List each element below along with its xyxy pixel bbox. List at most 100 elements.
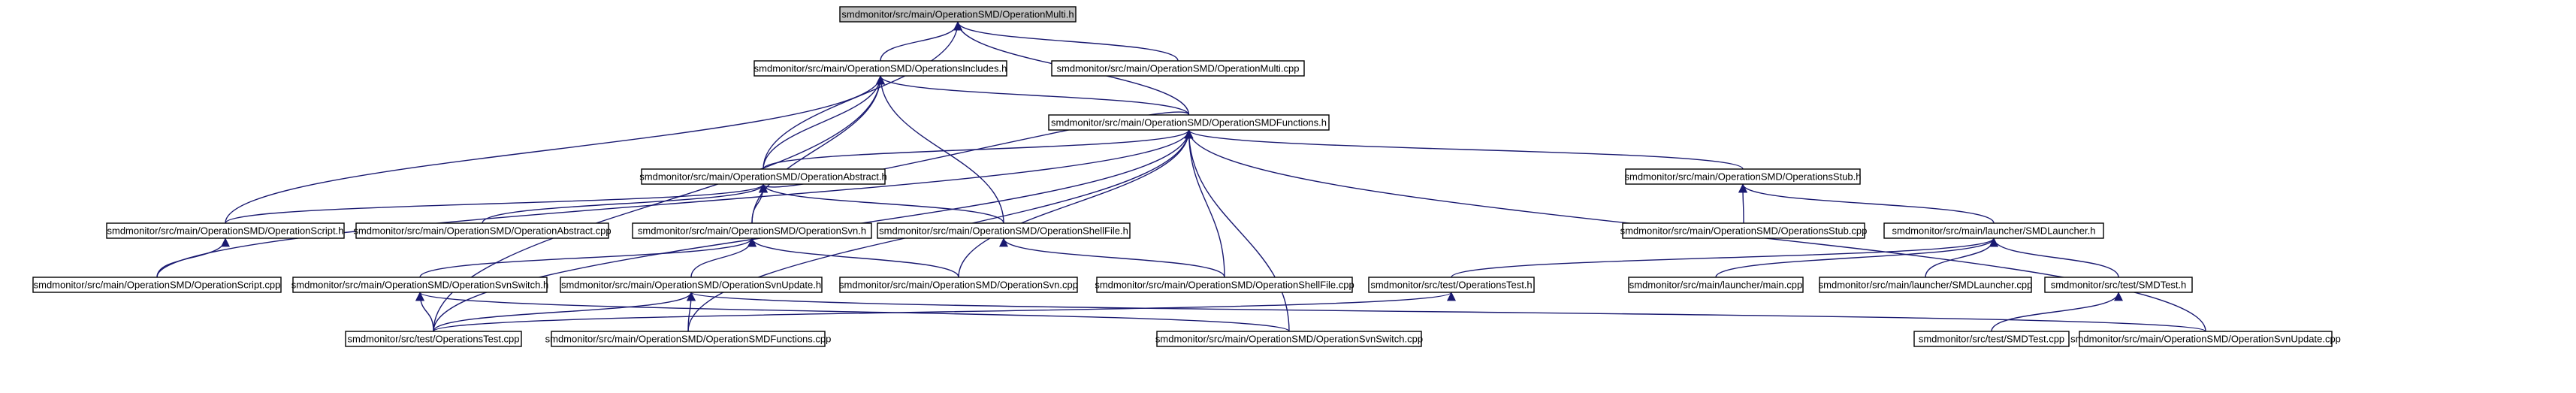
- edge-operationsmdfunctions-h-to-operationabstract-h: [759, 111, 1190, 193]
- node-box: [1622, 222, 1865, 239]
- node-box: [1628, 277, 1804, 293]
- node-label: smdmonitor/src/main/OperationSMD/Operati…: [1057, 63, 1300, 74]
- edge-operationscript-h-to-operationabstract-h: [225, 183, 768, 224]
- node-label: smdmonitor/src/main/OperationSMD/Operati…: [107, 225, 343, 237]
- node-label: smdmonitor/src/main/OperationSMD/Operati…: [1155, 334, 1423, 345]
- node-label: smdmonitor/src/main/OperationSMD/Operati…: [353, 225, 611, 237]
- node-operationabstract-cpp[interactable]: smdmonitor/src/main/OperationSMD/Operati…: [353, 222, 612, 239]
- node-label: smdmonitor/src/main/OperationSMD/Operati…: [34, 280, 281, 291]
- edge-main-cpp-to-smdlauncher-h: [1715, 237, 1998, 278]
- edge-operationstest-h-to-smdlauncher-h: [1451, 237, 1998, 278]
- node-operationsvn-cpp[interactable]: smdmonitor/src/main/OperationSMD/Operati…: [839, 277, 1078, 293]
- edge-operationscript-h-to-operationsincludes-h: [225, 75, 885, 224]
- edge-operationstest-cpp-to-operationstest-h: [433, 292, 1456, 332]
- node-box: [641, 168, 886, 185]
- node-label: smdmonitor/src/main/OperationSMD/Operati…: [291, 280, 548, 291]
- node-box: [1819, 277, 2032, 293]
- node-label: smdmonitor/src/main/OperationSMD/Operati…: [839, 280, 1078, 291]
- node-operationstest-cpp[interactable]: smdmonitor/src/test/OperationsTest.cpp: [345, 331, 522, 347]
- edge-operationsstub-cpp-to-operationsstub-h: [1738, 183, 1748, 224]
- node-box: [1156, 331, 1422, 347]
- edge-operationshellfile-cpp-to-operationsmdfunctions-h: [1184, 129, 1225, 278]
- node-box: [355, 222, 609, 239]
- node-label: smdmonitor/src/main/OperationSMD/Operati…: [639, 171, 886, 183]
- node-operationsstub-h[interactable]: smdmonitor/src/main/OperationSMD/Operati…: [1624, 168, 1862, 185]
- edge-operationstest-cpp-to-operationsvnupdate-h: [433, 292, 696, 332]
- edge-operationshellfile-h-to-operationabstract-h: [759, 183, 1004, 224]
- edge-operationshellfile-cpp-to-operationshellfile-h: [999, 237, 1225, 278]
- edge-operationsincludes-h-to-operationmulti-h: [880, 21, 962, 62]
- node-operationscript-cpp[interactable]: smdmonitor/src/main/OperationSMD/Operati…: [32, 277, 282, 293]
- node-box: [551, 331, 826, 347]
- node-smdlauncher-h[interactable]: smdmonitor/src/main/launcher/SMDLauncher…: [1883, 222, 2104, 239]
- edge-smdlauncher-h-to-operationsstub-h: [1738, 183, 1995, 224]
- node-operationsstub-cpp[interactable]: smdmonitor/src/main/OperationSMD/Operati…: [1620, 222, 1868, 239]
- node-operationshellfile-cpp[interactable]: smdmonitor/src/main/OperationSMD/Operati…: [1095, 277, 1354, 293]
- node-operationstest-h[interactable]: smdmonitor/src/test/OperationsTest.h: [1368, 277, 1535, 293]
- node-label: smdmonitor/src/main/OperationSMD/Operati…: [1624, 171, 1861, 183]
- node-box: [2044, 277, 2193, 293]
- node-label: smdmonitor/src/main/OperationSMD/Operati…: [2070, 334, 2341, 345]
- node-box: [1625, 168, 1861, 185]
- edge-operationsvn-cpp-to-operationsmdfunctions-h: [958, 129, 1194, 278]
- node-main-cpp[interactable]: smdmonitor/src/main/launcher/main.cpp: [1628, 277, 1804, 293]
- edge-operationsvnswitch-cpp-to-operationsmdfunctions-h: [1184, 129, 1290, 332]
- node-operationmulti-cpp[interactable]: smdmonitor/src/main/OperationSMD/Operati…: [1051, 60, 1305, 77]
- node-smdtest-cpp[interactable]: smdmonitor/src/test/SMDTest.cpp: [1913, 331, 2070, 347]
- edge-operationsvn-cpp-to-operationsvn-h: [747, 237, 959, 278]
- node-operationsvnswitch-cpp[interactable]: smdmonitor/src/main/OperationSMD/Operati…: [1155, 331, 1423, 347]
- node-box: [877, 222, 1131, 239]
- node-box: [560, 277, 823, 293]
- node-box: [292, 277, 548, 293]
- edge-operationsvnupdate-cpp-to-operationsvnupdate-h: [687, 292, 2206, 332]
- edge-smdtest-h-to-smdlauncher-h: [1989, 237, 2119, 278]
- node-operationscript-h[interactable]: smdmonitor/src/main/OperationSMD/Operati…: [106, 222, 345, 239]
- node-label: smdmonitor/src/main/OperationSMD/Operati…: [841, 9, 1074, 20]
- node-label: smdmonitor/src/main/launcher/main.cpp: [1629, 280, 1802, 291]
- node-label: smdmonitor/src/main/OperationSMD/Operati…: [638, 225, 866, 237]
- node-label: smdmonitor/src/main/launcher/SMDLauncher…: [1892, 225, 2096, 237]
- edge-operationshellfile-h-to-operationsincludes-h: [876, 75, 1004, 224]
- node-operationsvnswitch-h[interactable]: smdmonitor/src/main/OperationSMD/Operati…: [291, 277, 548, 293]
- nodes-layer: smdmonitor/src/main/OperationSMD/Operati…: [32, 6, 2341, 347]
- node-box: [1883, 222, 2104, 239]
- node-operationsincludes-h[interactable]: smdmonitor/src/main/OperationSMD/Operati…: [753, 60, 1007, 77]
- edge-operationstest-cpp-to-operationsvnswitch-h: [415, 292, 434, 332]
- edge-operationscript-cpp-to-operationsmdfunctions-h: [156, 129, 1194, 278]
- edge-operationabstract-h-to-operationsincludes-h: [763, 75, 885, 170]
- node-smdtest-h[interactable]: smdmonitor/src/test/SMDTest.h: [2044, 277, 2193, 293]
- node-operationsmdfunctions-cpp[interactable]: smdmonitor/src/main/OperationSMD/Operati…: [545, 331, 832, 347]
- node-label: smdmonitor/src/main/OperationSMD/Operati…: [1620, 225, 1868, 237]
- node-operationsvn-h[interactable]: smdmonitor/src/main/OperationSMD/Operati…: [632, 222, 872, 239]
- node-label: smdmonitor/src/main/launcher/SMDLauncher…: [1819, 280, 2033, 291]
- node-box: [1096, 277, 1353, 293]
- node-box: [106, 222, 345, 239]
- node-label: smdmonitor/src/main/OperationSMD/Operati…: [879, 225, 1128, 237]
- node-box: [632, 222, 872, 239]
- edge-operationsmdfunctions-h-to-operationsincludes-h: [876, 75, 1190, 116]
- node-label: smdmonitor/src/main/OperationSMD/Operati…: [754, 63, 1007, 74]
- node-label: smdmonitor/src/test/SMDTest.h: [2051, 280, 2187, 291]
- edge-operationabstract-cpp-to-operationabstract-h: [482, 183, 768, 224]
- node-operationsvnupdate-cpp[interactable]: smdmonitor/src/main/OperationSMD/Operati…: [2070, 331, 2341, 347]
- node-box: [32, 277, 282, 293]
- edge-operationsmdfunctions-cpp-to-operationsvnupdate-h: [686, 292, 696, 332]
- node-label: smdmonitor/src/main/OperationSMD/Operati…: [1051, 117, 1327, 128]
- edge-operationscript-cpp-to-operationscript-h: [156, 237, 230, 278]
- node-label: smdmonitor/src/main/OperationSMD/Operati…: [1095, 280, 1354, 291]
- node-label: smdmonitor/src/main/OperationSMD/Operati…: [545, 334, 832, 345]
- node-operationabstract-h[interactable]: smdmonitor/src/main/OperationSMD/Operati…: [639, 168, 887, 185]
- edge-operationsvn-h-to-operationabstract-h: [751, 183, 768, 224]
- node-box: [1368, 277, 1535, 293]
- node-operationsmdfunctions-h[interactable]: smdmonitor/src/main/OperationSMD/Operati…: [1048, 114, 1330, 131]
- node-box: [2079, 331, 2333, 347]
- node-box: [1051, 60, 1305, 77]
- node-operationmulti-h: smdmonitor/src/main/OperationSMD/Operati…: [839, 6, 1077, 23]
- node-box: [1913, 331, 2070, 347]
- node-label: smdmonitor/src/test/OperationsTest.cpp: [347, 334, 519, 345]
- node-operationshellfile-h[interactable]: smdmonitor/src/main/OperationSMD/Operati…: [877, 222, 1131, 239]
- node-box: [753, 60, 1007, 77]
- edge-operationsvnswitch-cpp-to-operationsvnswitch-h: [415, 292, 1290, 332]
- node-operationsvnupdate-h[interactable]: smdmonitor/src/main/OperationSMD/Operati…: [560, 277, 823, 293]
- node-smdlauncher-cpp[interactable]: smdmonitor/src/main/launcher/SMDLauncher…: [1819, 277, 2033, 293]
